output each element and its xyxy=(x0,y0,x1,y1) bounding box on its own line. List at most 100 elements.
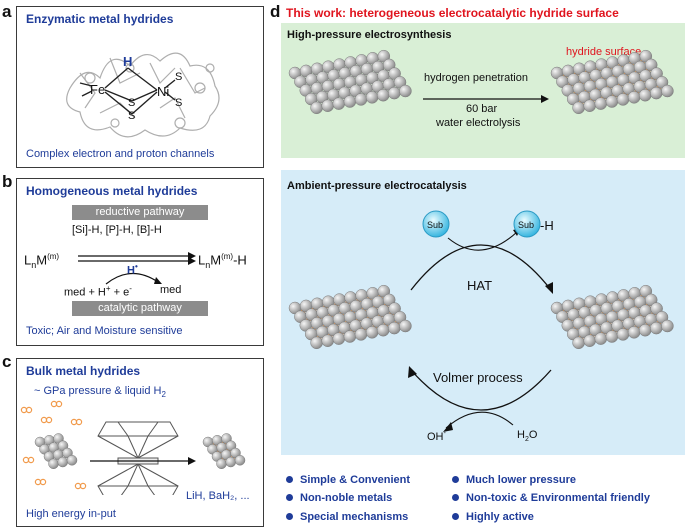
panel-c-caption: High energy in-put xyxy=(26,508,116,520)
hydride-tail: -H xyxy=(233,252,247,268)
water-sub: 2 xyxy=(525,436,529,443)
pressure-condition-sub: 2 xyxy=(161,390,166,400)
h2-atom xyxy=(75,418,83,426)
lattice-atom xyxy=(388,86,401,100)
panel-b-title: Homogeneous metal hydrides xyxy=(26,184,198,198)
hydride-h-label: H xyxy=(123,54,132,69)
reductive-pathway-bar: reductive pathway xyxy=(72,205,208,220)
bullet-left-1-text: Simple & Convenient xyxy=(300,474,411,486)
lattice-atom xyxy=(605,95,619,108)
lattice-atom xyxy=(572,336,585,350)
lattice-atom xyxy=(365,326,379,339)
sub-h-sphere-label: Sub xyxy=(518,220,534,230)
lattice-atom xyxy=(661,319,674,333)
lattice-atom xyxy=(388,321,401,335)
bullet-right-2-text: Non-toxic & Environmental friendly xyxy=(466,492,650,504)
lattice-atom xyxy=(583,334,596,347)
lattice-atom xyxy=(583,99,596,112)
lattice-atom xyxy=(627,326,641,339)
panel-b-letter: b xyxy=(2,172,13,191)
high-pressure-illustration xyxy=(288,49,674,115)
bullet-right-1-text: Much lower pressure xyxy=(466,474,577,486)
lattice-atom xyxy=(57,456,68,468)
ni-label: Ni xyxy=(157,84,169,99)
volmer-label: Volmer process xyxy=(433,370,523,385)
pressure-condition-text: ~ GPa pressure & liquid H xyxy=(34,385,162,397)
ligand-l-right: L xyxy=(198,252,206,268)
reaction-arrows xyxy=(78,252,196,285)
hydride-slab-left xyxy=(288,284,412,350)
metal-lattice-right xyxy=(202,433,246,469)
pressure-condition: ~ GPa pressure & liquid H2 xyxy=(34,385,166,399)
lattice-atom xyxy=(234,455,246,466)
penetration-label: hydrogen penetration xyxy=(424,72,528,84)
h2-atom xyxy=(55,400,63,408)
electron-text: + e xyxy=(110,286,130,299)
lattice-atom xyxy=(650,321,663,335)
bullet-right-3-text: Highly active xyxy=(466,511,534,523)
pressure-label: 60 bar xyxy=(466,103,498,115)
panel-d-letter: d xyxy=(270,2,281,21)
lattice-atom xyxy=(343,95,357,108)
h-radical-label: H• xyxy=(127,262,138,277)
h2-atom xyxy=(45,416,53,424)
lattice-atom xyxy=(376,88,390,102)
panel-c-title: Bulk metal hydrides xyxy=(26,364,141,378)
ligand-n-right: n xyxy=(205,259,211,270)
substrate-h-sphere xyxy=(513,210,541,238)
lattice-atom xyxy=(321,99,334,112)
hydroxide-text: OH xyxy=(427,431,444,443)
h2-atom xyxy=(27,456,35,464)
lattice-atom xyxy=(661,84,674,98)
panel-c-letter: c xyxy=(2,352,12,371)
bullet-left-3: Special mechanisms xyxy=(286,511,408,523)
bullet-left-1: Simple & Convenient xyxy=(286,474,410,486)
bullet-right-2: Non-toxic & Environmental friendly xyxy=(452,492,650,504)
ligand-l: L xyxy=(24,252,32,268)
metal-complex-right: LnM(m)-H xyxy=(198,252,247,270)
lattice-atom xyxy=(638,323,652,337)
lattice-atom xyxy=(616,328,630,341)
lattice-atom xyxy=(310,101,323,115)
lattice-atom xyxy=(638,88,652,102)
lattice-atom xyxy=(216,458,227,469)
catalytic-pathway-bar: catalytic pathway xyxy=(72,301,208,316)
lattice-atom xyxy=(376,323,390,337)
panel-a-letter: a xyxy=(2,2,12,21)
bullet-right-1: Much lower pressure xyxy=(452,474,576,486)
lattice-atom xyxy=(616,93,630,106)
lattice-atom xyxy=(332,97,346,110)
bullet-right-3: Highly active xyxy=(452,511,534,523)
lattice-atom xyxy=(48,458,59,469)
panel-a xyxy=(16,6,264,168)
lattice-atom xyxy=(365,91,379,104)
hydride-slab-right xyxy=(550,284,674,350)
lattice-atom xyxy=(605,330,619,343)
ligand-n: n xyxy=(31,259,37,270)
lattice-atom xyxy=(310,336,323,350)
high-pressure-title: High-pressure electrosynthesis xyxy=(287,29,452,41)
water-o: O xyxy=(529,429,538,441)
lattice-atom xyxy=(399,319,412,333)
h-radical-text: H xyxy=(127,264,135,277)
lattice-atom xyxy=(650,86,663,100)
metal-complex-left: LnM(m) xyxy=(24,252,59,270)
lattice-atom xyxy=(354,328,368,341)
substrate-sphere xyxy=(422,210,450,238)
bulk-hydride-illustration xyxy=(20,400,246,495)
panel-a-caption: Complex electron and proton channels xyxy=(26,148,215,160)
h2-atom xyxy=(79,482,87,490)
oxidation-state: (m) xyxy=(47,252,60,261)
panel-d-headline: This work: heterogeneous electrocatalyti… xyxy=(286,6,619,20)
mediator-left: med + H+ + e- xyxy=(64,284,132,299)
lattice-atom xyxy=(572,101,585,115)
lattice-atom xyxy=(225,456,236,468)
lattice-atom xyxy=(399,84,412,98)
lattice-atom xyxy=(66,455,78,466)
ambient-pressure-title: Ambient-pressure electrocatalysis xyxy=(287,180,467,192)
metal-lattice-left xyxy=(34,433,78,469)
metal-m-right: M xyxy=(210,252,222,268)
hydride-slab xyxy=(550,49,674,115)
enzyme-active-site-illustration: Fe H Ni S S S S xyxy=(66,52,220,138)
hat-label: HAT xyxy=(467,278,492,293)
